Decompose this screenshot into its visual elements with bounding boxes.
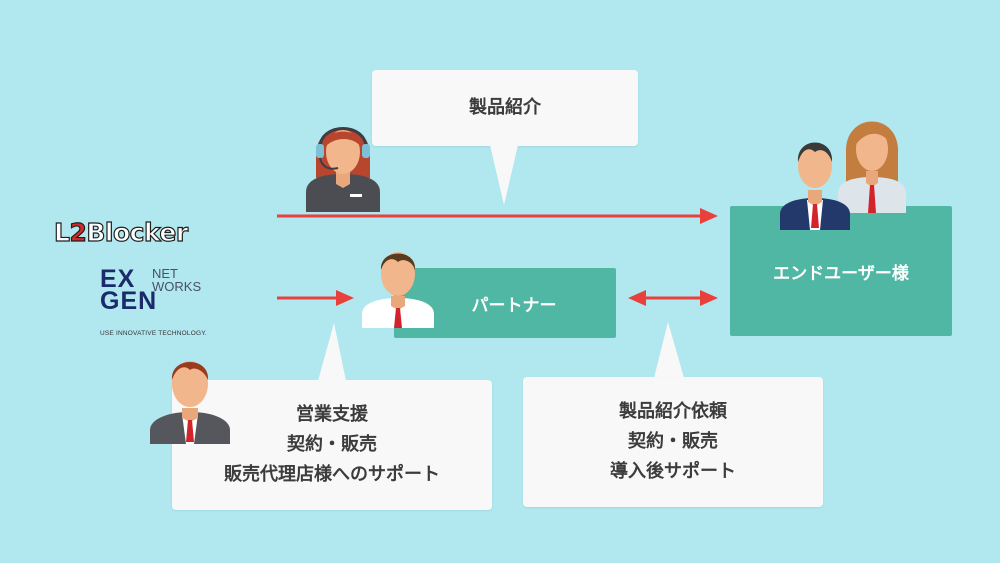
bubble-left-tail: [318, 323, 346, 381]
operator-headset-woman-icon: [306, 127, 380, 212]
exgen-logo: EX GEN NET WORKS USE INNOVATIVE TECHNOLO…: [100, 265, 220, 342]
arrow-direct-to-end-user: [277, 208, 718, 224]
bubble-top-tail: [490, 145, 518, 205]
bubble-right-line-3: 導入後サポート: [610, 461, 736, 482]
l2blocker-logo-digit: 2: [69, 217, 88, 247]
partner-man-icon: [362, 252, 434, 328]
bubble-left-line-1: 営業支援: [296, 404, 368, 425]
exgen-logo-works: WORKS: [152, 279, 202, 294]
bubble-partner-support: 営業支援 契約・販売 販売代理店様へのサポート: [172, 380, 492, 510]
arrow-to-partner: [277, 290, 354, 306]
partner-node-label: パートナー: [471, 295, 557, 316]
exgen-logo-line2: GEN: [100, 287, 158, 315]
l2blocker-logo-suffix: Blocker: [86, 217, 189, 247]
l2blocker-logo: L2Blocker: [53, 217, 189, 247]
exgen-logo-line1: EX: [100, 265, 136, 293]
bubble-left-line-2: 契約・販売: [287, 434, 377, 455]
salesman-icon: [150, 361, 230, 444]
businessman-icon: [780, 142, 850, 230]
bubble-right-tail: [654, 322, 684, 378]
bubble-right-line-1: 製品紹介依頼: [619, 401, 727, 422]
bubble-top-line: 製品紹介: [469, 97, 541, 118]
arrow-partner-end-user-bidirectional: [628, 290, 718, 306]
bubble-right-line-2: 契約・販売: [628, 431, 718, 452]
exgen-logo-net: NET: [152, 266, 178, 281]
exgen-logo-tagline: USE INNOVATIVE TECHNOLOGY.: [100, 330, 207, 337]
businesswoman-icon: [838, 121, 906, 213]
bubble-left-line-3: 販売代理店様へのサポート: [224, 464, 440, 485]
bubble-product-intro: 製品紹介: [372, 70, 638, 146]
l2blocker-logo-prefix: L: [53, 217, 70, 247]
bubble-partner-services: 製品紹介依頼 契約・販売 導入後サポート: [523, 377, 823, 507]
end-user-node-label: エンドユーザー様: [773, 263, 909, 284]
